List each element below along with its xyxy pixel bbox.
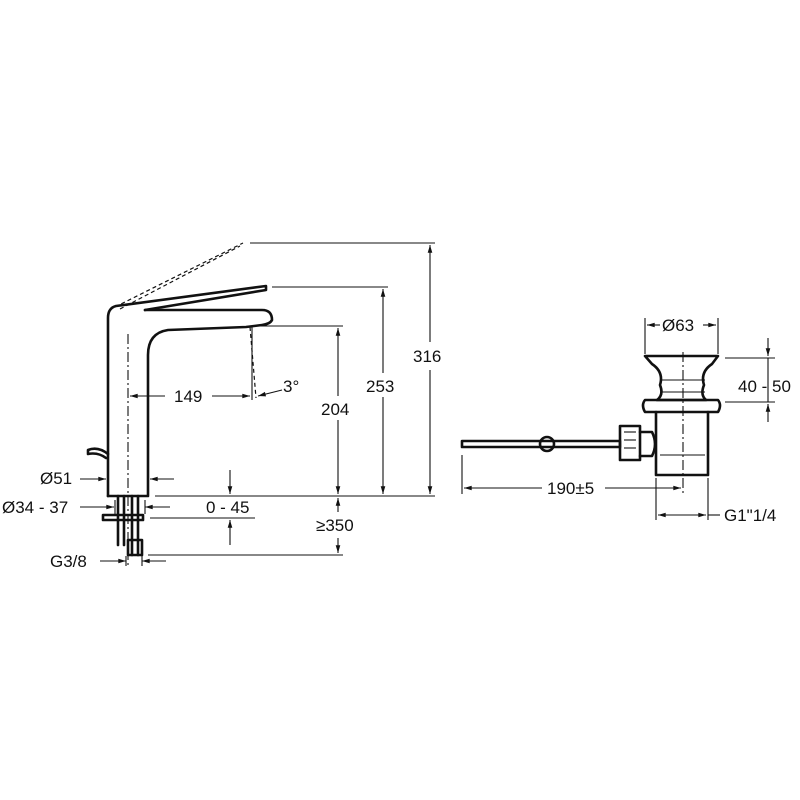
faucet-dimensions: 316 253 204 149 3° Ø51 Ø34 - 37 0 - 45 ≥… xyxy=(2,242,441,571)
dim-hole-diameter: Ø34 - 37 xyxy=(2,498,68,517)
drain-side-port xyxy=(638,430,657,458)
dim-149: 149 xyxy=(174,387,202,406)
dim-base-diameter: Ø51 xyxy=(40,469,72,488)
drain-dimensions: Ø63 40 - 50 190±5 G1"1/4 xyxy=(461,316,791,525)
dim-rod-length: 190±5 xyxy=(547,479,594,498)
faucet-body-lever xyxy=(106,284,268,498)
dim-hose-length: ≥350 xyxy=(316,516,354,535)
dim-253: 253 xyxy=(366,377,394,396)
drain-drawing xyxy=(460,352,722,495)
drain-flange xyxy=(641,398,722,414)
dim-stroke: 40 - 50 xyxy=(738,377,791,396)
dim-connection: G3/8 xyxy=(50,552,87,571)
faucet-spout xyxy=(106,308,274,498)
dim-204: 204 xyxy=(321,400,349,419)
faucet-drawing xyxy=(86,242,274,565)
rod-ball-joint xyxy=(538,435,556,453)
dim-angle: 3° xyxy=(283,377,299,396)
drain-plug-top xyxy=(643,354,720,402)
dim-deck-thickness: 0 - 45 xyxy=(206,498,249,517)
pop-up-lever xyxy=(86,447,110,460)
drain-body xyxy=(654,410,710,477)
rod-nut xyxy=(618,424,642,462)
fixing-plate xyxy=(101,513,145,522)
lever-open-outline xyxy=(114,242,244,308)
dim-drain-diameter: Ø63 xyxy=(662,316,694,335)
dim-thread: G1"1/4 xyxy=(724,506,776,525)
dim-316: 316 xyxy=(413,347,441,366)
